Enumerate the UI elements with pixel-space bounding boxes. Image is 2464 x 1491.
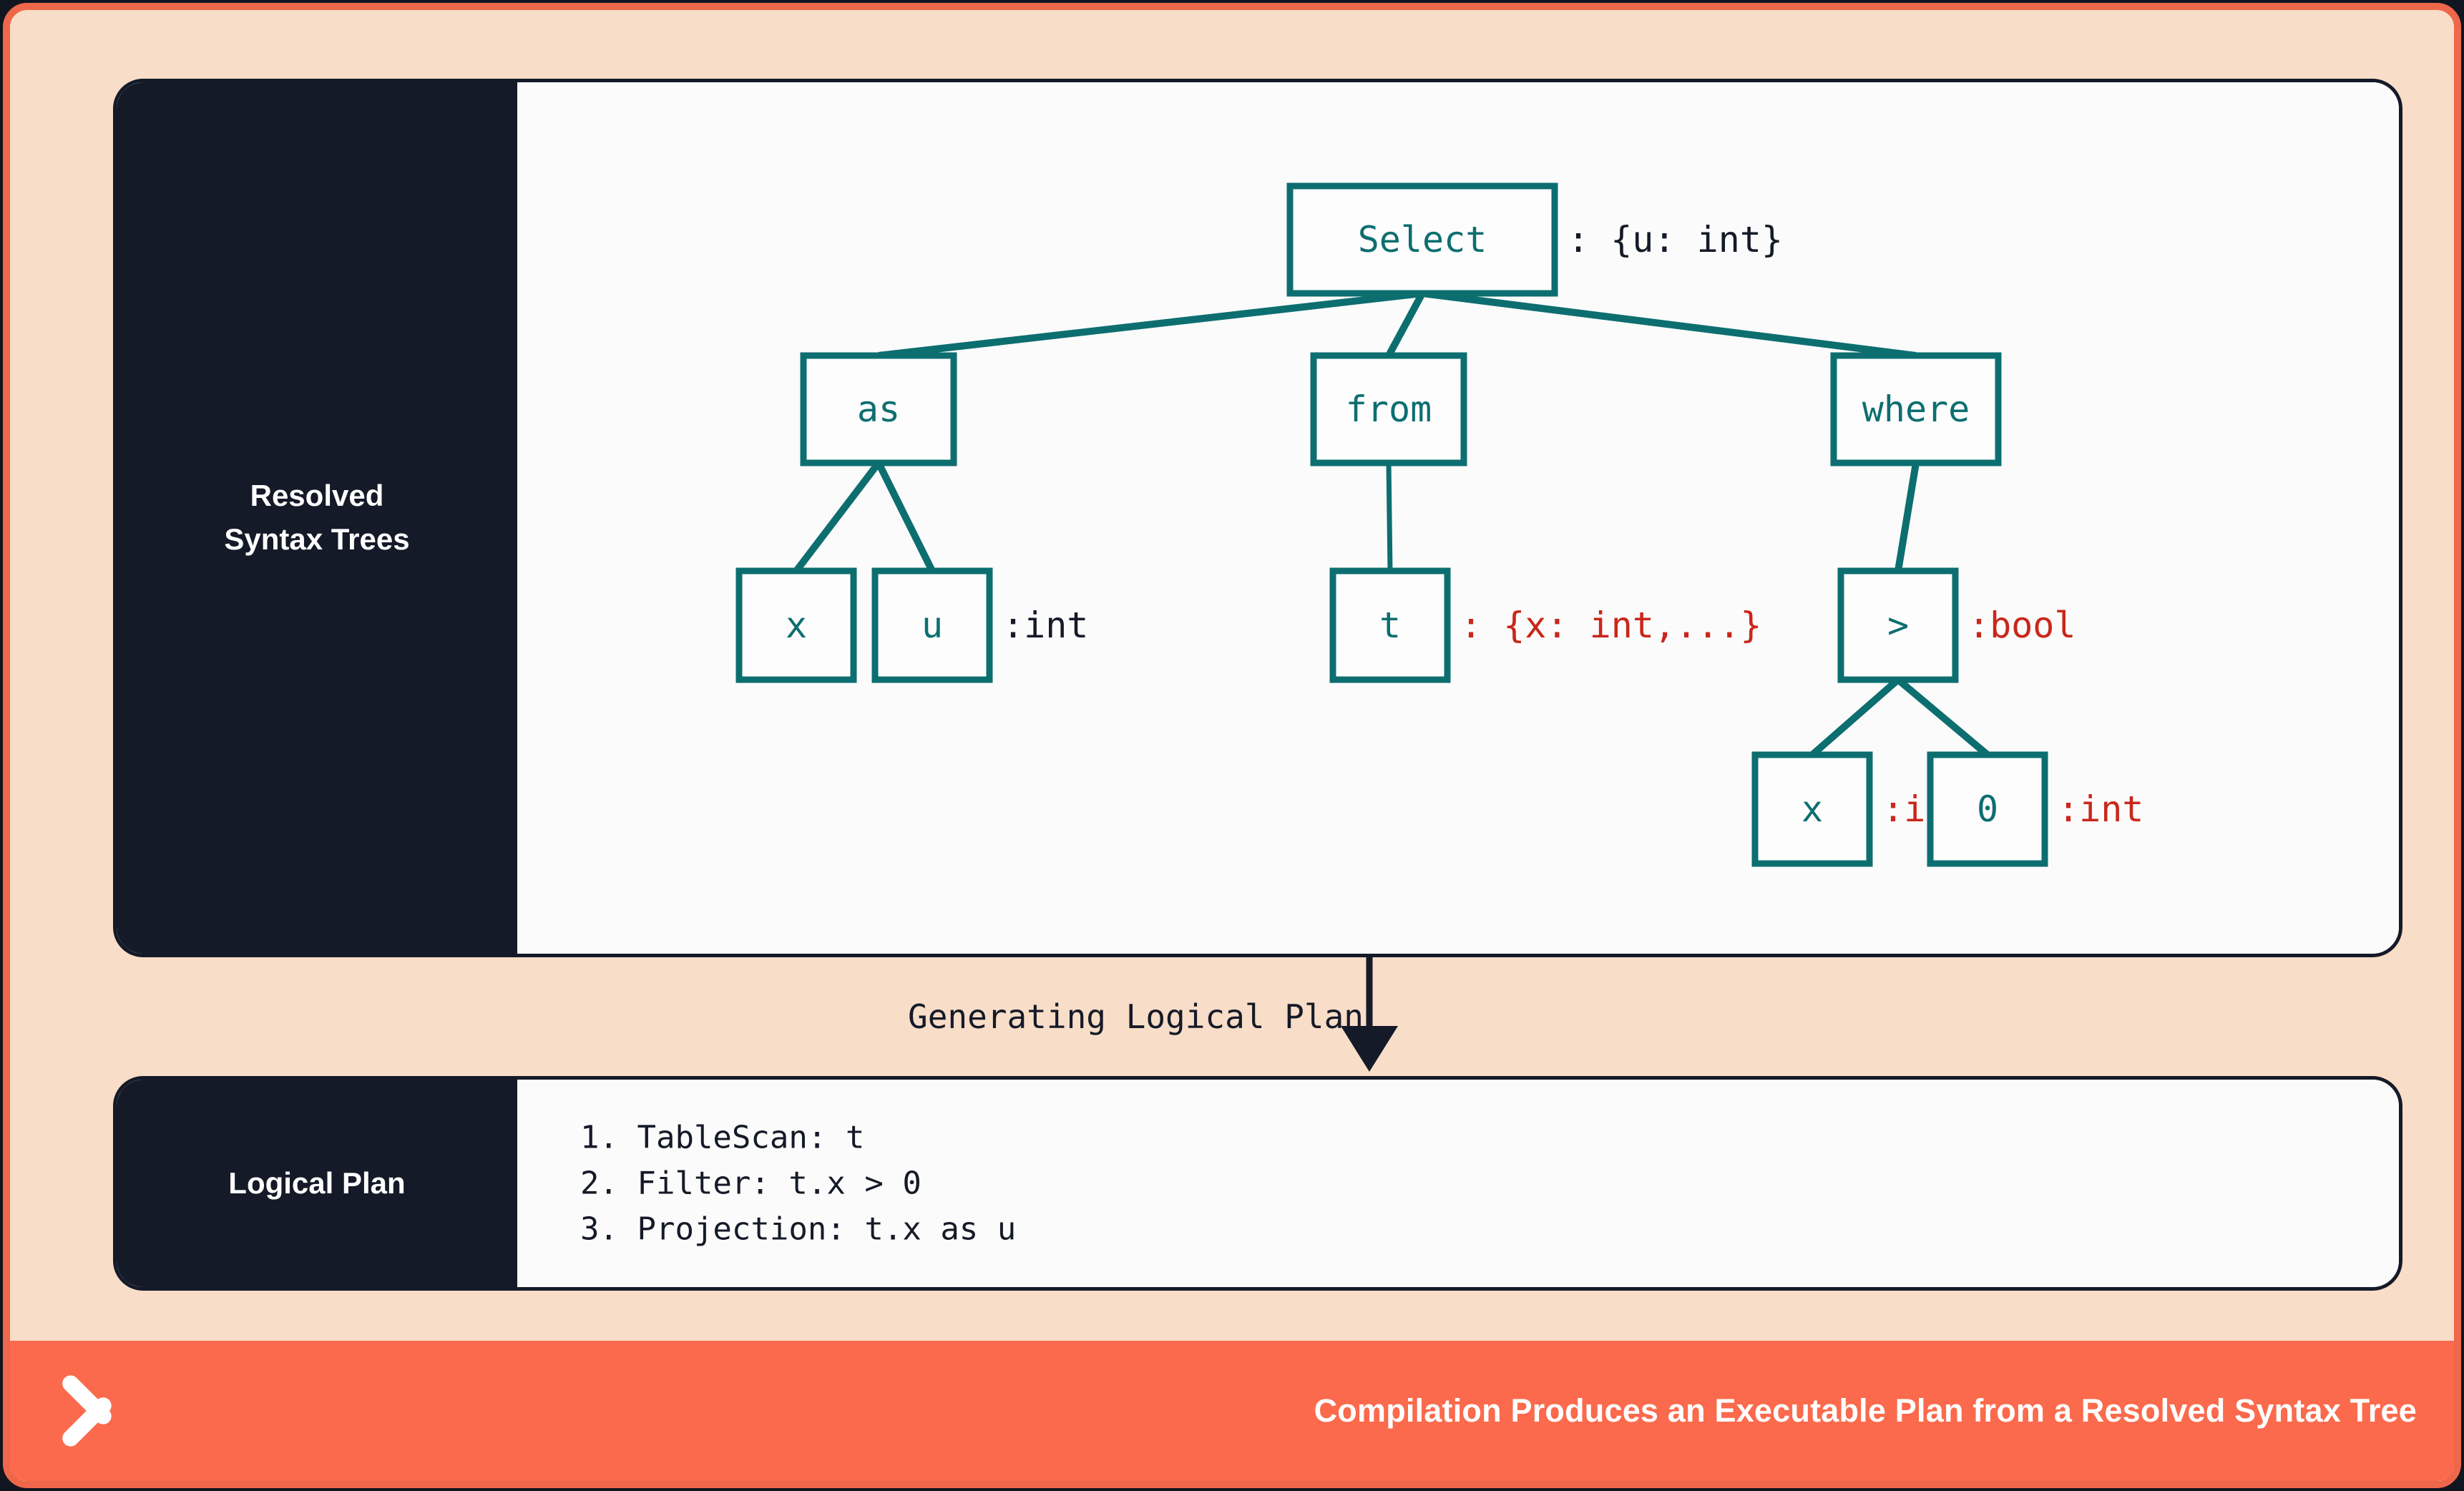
- tree-node-box: [1927, 751, 2048, 867]
- syntax-tree-graphic: Select: {u: int}asfromwherex:intu:intt: …: [735, 182, 2143, 867]
- tree-node-label: t: [1379, 605, 1401, 646]
- tree-node-box: [1751, 751, 1873, 867]
- tree-node-box: [1837, 567, 1959, 683]
- tree-edge: [1895, 462, 1920, 572]
- tree-node-label: u: [921, 605, 943, 646]
- tree-node-as-x[interactable]: x:int: [735, 567, 952, 683]
- footer-banner: Compilation Produces an Executable Plan …: [10, 1341, 2454, 1481]
- tree-edge: [1422, 290, 1917, 359]
- tree-node-label: x: [1801, 788, 1823, 830]
- tree-node-type-annotation: :bool: [1968, 605, 2076, 646]
- syntax-tree-canvas: Select: {u: int}asfromwherex:intu:intt: …: [517, 82, 2399, 954]
- tree-node-box: [871, 567, 993, 683]
- tree-node-where[interactable]: where: [1830, 352, 2002, 466]
- tree-node-group: Select: {u: int}asfromwherex:intu:intt: …: [735, 182, 2143, 867]
- tree-edge: [793, 460, 881, 574]
- tree-node-as-u[interactable]: u :int: [871, 567, 1088, 683]
- tree-node-label: where: [1862, 388, 1970, 430]
- tree-node-type-annotation: : {x: int,...}: [1460, 605, 1761, 646]
- tree-node-label: >: [1887, 605, 1909, 646]
- x-mark-logo-icon: [62, 1375, 112, 1447]
- tree-node-select[interactable]: Select : {u: int}: [1286, 182, 1783, 297]
- outer-frame: Resolved Syntax Trees Select : {u: int} as…: [3, 3, 2461, 1488]
- tree-node-from[interactable]: from: [1310, 352, 1467, 466]
- tree-node-box: [1286, 182, 1558, 297]
- tree-edge: [1386, 462, 1393, 572]
- logical-plan-label: Logical Plan: [117, 1080, 517, 1287]
- logical-plan-step: 3. Projection: t.x as u: [580, 1210, 1017, 1247]
- tree-edge: [1809, 677, 1901, 758]
- tree-edge: [878, 290, 1423, 359]
- tree-node-box: [800, 352, 957, 466]
- tree-node-label: as: [857, 388, 900, 430]
- down-arrow-icon: [1341, 957, 1398, 1072]
- logical-plan-body: 1. TableScan: t 2. Filter: t.x > 0 3. Proj…: [517, 1080, 2399, 1287]
- tree-node-label: Select: [1358, 219, 1487, 260]
- tree-node-gt[interactable]: > :bool: [1837, 567, 2076, 683]
- tree-node-type-annotation: :int: [2058, 788, 2143, 830]
- tree-node-label: 0: [1977, 788, 1998, 830]
- tree-node-type-annotation: : {u: int}: [1568, 219, 1783, 260]
- tree-node-as[interactable]: as: [800, 352, 957, 466]
- resolved-syntax-trees-panel: Resolved Syntax Trees Select : {u: int} as…: [113, 79, 2402, 957]
- tree-node-gt-0[interactable]: 0 :int: [1927, 751, 2143, 867]
- tree-node-label: from: [1346, 388, 1432, 430]
- logical-plan-step-list: 1. TableScan: t 2. Filter: t.x > 0 3. Proj…: [580, 1115, 1016, 1251]
- tree-edge: [875, 461, 936, 573]
- tree-node-box: [735, 567, 857, 683]
- transition-arrow-region: Generating Logical Plan: [113, 957, 2402, 1076]
- tree-node-box: [1310, 352, 1467, 466]
- tree-node-type-annotation: :int: [1002, 605, 1088, 646]
- tree-edge: [1895, 677, 1990, 758]
- tree-edge-group: [793, 290, 1990, 758]
- resolved-syntax-trees-label: Resolved Syntax Trees: [117, 82, 517, 954]
- logical-plan-step: 1. TableScan: t: [580, 1119, 865, 1156]
- logical-plan-panel: Logical Plan 1. TableScan: t 2. Filter: t…: [113, 1076, 2402, 1291]
- logical-plan-step: 2. Filter: t.x > 0: [580, 1165, 921, 1202]
- tree-edge: [1385, 291, 1426, 358]
- tree-node-box: [1329, 567, 1451, 683]
- tree-node-box: [1830, 352, 2002, 466]
- transition-label: Generating Logical Plan: [908, 997, 1364, 1036]
- tree-node-from-t[interactable]: t : {x: int,...}: [1329, 567, 1761, 683]
- tree-node-label: x: [786, 605, 807, 646]
- footer-title: Compilation Produces an Executable Plan …: [1314, 1392, 2417, 1429]
